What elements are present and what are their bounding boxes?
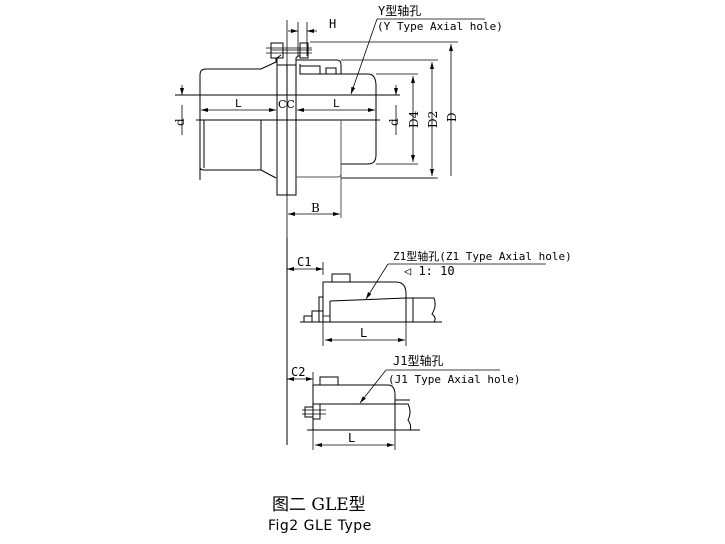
dim-d-right-label: d — [387, 118, 401, 126]
callout-y-title: Y型轴孔 — [378, 3, 421, 18]
z1-view: C1 L Z1型轴孔(Z1 Type Axial hole) ◁ 1: 10 — [287, 249, 572, 346]
j1-view: C2 L J1型轴孔 (J1 Type Axial hole) — [287, 353, 520, 450]
dim-L-left-label: L — [235, 97, 242, 110]
dim-C1-label: C1 — [297, 255, 311, 269]
bolt-nut — [299, 42, 309, 59]
dim-D4-label: D4 — [407, 110, 421, 128]
flange-right — [286, 64, 297, 196]
dim-L-right-label: L — [333, 97, 340, 110]
figure-caption-en: Fig2 GLE Type — [268, 518, 372, 534]
dim-D-label: D — [445, 112, 459, 122]
callout-leader — [350, 18, 378, 95]
gear-tooth — [299, 65, 321, 75]
dim-CC-label: CC — [278, 98, 295, 111]
right-shell-top — [296, 59, 342, 74]
bolt-head — [270, 42, 284, 59]
z1-callout-title: Z1型轴孔(Z1 Type Axial hole) — [393, 249, 572, 263]
j1-hub — [312, 384, 396, 430]
flange-left — [276, 64, 288, 196]
dim-C2-label: C2 — [291, 365, 305, 379]
dim-B-label: B — [311, 201, 320, 215]
z1-taper-label: ◁ 1: 10 — [403, 264, 455, 278]
j1-callout-title: J1型轴孔 — [393, 353, 443, 368]
dim-d-left-label: d — [173, 118, 187, 126]
figure-caption-cn: 图二 GLE型 — [272, 495, 366, 515]
z1-hub — [322, 281, 407, 322]
dim-D2-label: D2 — [426, 111, 440, 128]
j1-callout-sub: (J1 Type Axial hole) — [388, 373, 520, 386]
dim-H-label: H — [329, 17, 336, 31]
dim-L-z1-label: L — [360, 326, 367, 340]
callout-y-sub: (Y Type Axial hole) — [377, 20, 503, 33]
right-hub — [341, 73, 377, 165]
dim-L-j1-label: L — [348, 431, 355, 445]
left-hub-top — [199, 58, 277, 180]
left-hub-bottom — [199, 120, 277, 179]
main-view: D D2 D4 d d L L CC H B Y型轴孔 (Y Type A — [173, 3, 503, 238]
